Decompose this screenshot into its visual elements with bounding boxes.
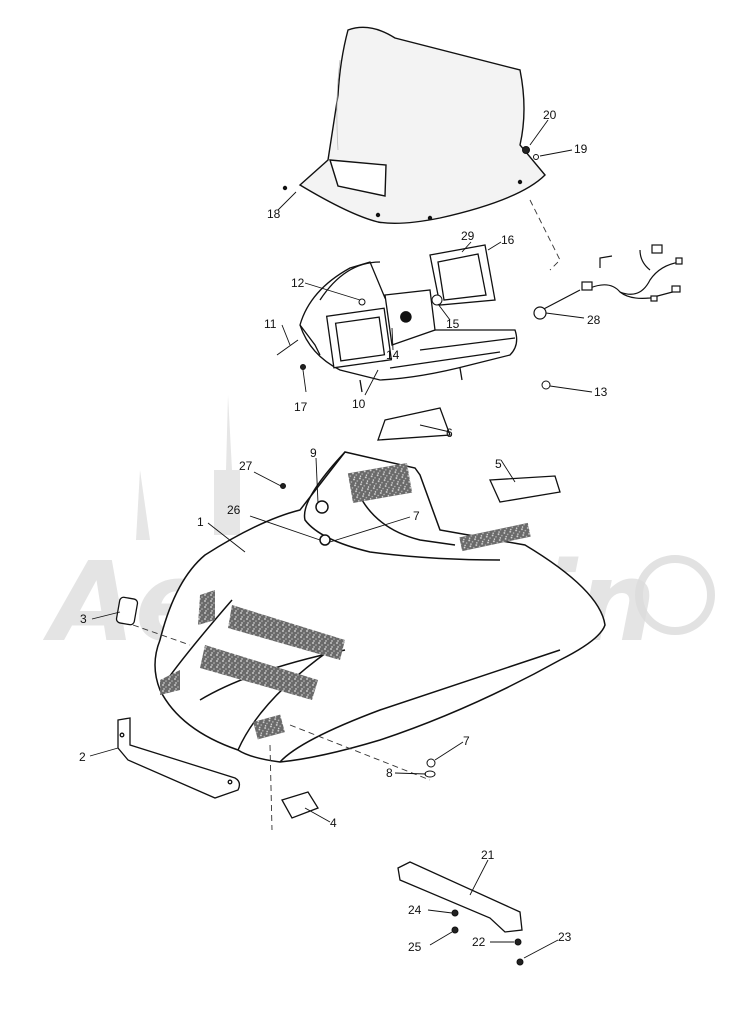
- bracket-21: [397, 861, 523, 933]
- decal-5: [489, 475, 561, 503]
- callout-20: 20: [543, 108, 557, 122]
- callout-2: 2: [79, 750, 86, 764]
- callout-16: 16: [501, 233, 515, 247]
- callout-28: 28: [587, 313, 601, 327]
- part-4: [281, 791, 319, 819]
- callout-labels: 1 2 3 4 5 6 7 7 8 9 10 11 12 13 14 15 16…: [79, 108, 608, 954]
- windshield: [282, 26, 546, 225]
- callout-11: 11: [264, 317, 277, 331]
- callout-18: 18: [267, 207, 281, 221]
- callout-27: 27: [239, 459, 253, 473]
- callout-12: 12: [291, 276, 305, 290]
- callout-9: 9: [310, 446, 317, 460]
- fasteners: [276, 146, 551, 966]
- callout-8: 8: [386, 766, 393, 780]
- console-panel: ✺: [299, 244, 518, 393]
- callout-21: 21: [481, 848, 495, 862]
- callout-14: 14: [386, 348, 400, 362]
- callout-13: 13: [594, 385, 608, 399]
- callout-3: 3: [80, 612, 87, 626]
- callout-23: 23: [558, 930, 572, 944]
- callout-15: 15: [446, 317, 460, 331]
- callout-1: 1: [197, 515, 204, 529]
- callout-17: 17: [294, 400, 308, 414]
- callout-7-lower: 7: [463, 734, 470, 748]
- callout-5: 5: [495, 457, 502, 471]
- callout-25: 25: [408, 940, 422, 954]
- svg-text:✺: ✺: [400, 311, 412, 326]
- leader-lines: [89, 119, 593, 959]
- callout-24: 24: [408, 903, 422, 917]
- callout-29: 29: [461, 229, 475, 243]
- callout-7-upper: 7: [413, 509, 420, 523]
- callout-10: 10: [352, 397, 366, 411]
- callout-4: 4: [330, 816, 337, 830]
- decal-6: [377, 407, 451, 441]
- callout-19: 19: [574, 142, 588, 156]
- hood: [154, 451, 606, 763]
- bracket-2: [117, 717, 241, 799]
- callout-6: 6: [446, 426, 453, 440]
- callout-26: 26: [227, 503, 241, 517]
- callout-22: 22: [472, 935, 486, 949]
- guide-lines: [132, 199, 561, 831]
- part-3: [115, 596, 139, 626]
- wiring-harness: [533, 244, 683, 320]
